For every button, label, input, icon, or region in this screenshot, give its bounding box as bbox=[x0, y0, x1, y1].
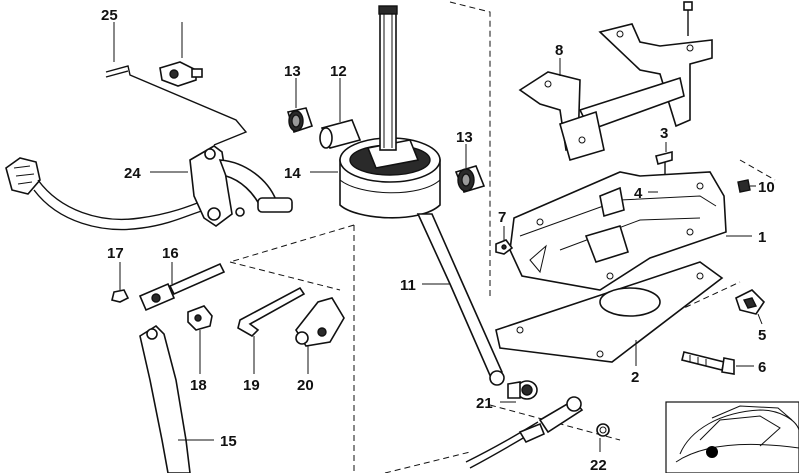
leader-lines bbox=[113, 22, 763, 452]
car-location-thumbnail bbox=[665, 401, 799, 473]
part-bolt-top bbox=[683, 1, 693, 36]
callout-21: 21 bbox=[476, 395, 493, 412]
callout-6: 6 bbox=[758, 359, 766, 376]
part-11-shift-rod bbox=[416, 213, 505, 386]
callout-12: 12 bbox=[330, 63, 347, 80]
part-17-screw bbox=[111, 289, 130, 303]
part-16-rod bbox=[138, 262, 226, 312]
callout-2: 2 bbox=[631, 369, 639, 386]
part-13-bushing-left bbox=[286, 107, 314, 134]
part-13-bushing-right bbox=[454, 165, 486, 193]
callout-3: 3 bbox=[660, 125, 668, 142]
part-6-bolt bbox=[681, 351, 735, 375]
part-15-arm bbox=[139, 324, 191, 473]
callout-labels: 25 13 12 14 13 24 8 3 4 10 1 7 11 2 6 5 … bbox=[101, 7, 775, 473]
part-5-clip-nut bbox=[735, 289, 766, 315]
part-14-lever-housing bbox=[339, 5, 441, 219]
part-3-screw bbox=[655, 150, 673, 180]
part-22-cable bbox=[465, 396, 610, 469]
callout-16: 16 bbox=[162, 245, 179, 262]
part-18-clip bbox=[187, 305, 213, 331]
assembly-guide-lines bbox=[229, 1, 776, 473]
callout-22: 22 bbox=[590, 457, 607, 473]
part-20-lever bbox=[295, 297, 345, 347]
part-8-bracket bbox=[518, 23, 713, 161]
callout-15: 15 bbox=[220, 433, 237, 450]
callout-19: 19 bbox=[243, 377, 260, 394]
part-23-cable-housing bbox=[5, 145, 293, 231]
part-19-lrod bbox=[237, 286, 306, 337]
callout-4: 4 bbox=[634, 185, 643, 202]
callout-5: 5 bbox=[758, 327, 766, 344]
part-2-base-plate bbox=[495, 261, 724, 363]
part-10-nut bbox=[737, 179, 751, 193]
callout-10: 10 bbox=[758, 179, 775, 196]
part-24-rod bbox=[105, 65, 248, 146]
callout-8: 8 bbox=[555, 42, 563, 59]
callout-1: 1 bbox=[758, 229, 766, 246]
callout-18: 18 bbox=[190, 377, 207, 394]
callout-7: 7 bbox=[498, 209, 506, 226]
callout-13-left: 13 bbox=[284, 63, 301, 80]
callout-11: 11 bbox=[400, 277, 416, 294]
part-21-bushing bbox=[507, 380, 538, 400]
callout-20: 20 bbox=[297, 377, 314, 394]
part-12-sleeve bbox=[319, 119, 362, 149]
callout-13-right: 13 bbox=[456, 129, 473, 146]
callout-23: 24 bbox=[124, 165, 141, 182]
part-7-nut bbox=[495, 239, 514, 255]
callout-17: 17 bbox=[107, 245, 124, 262]
callout-14: 14 bbox=[284, 165, 301, 182]
part-1-support-bracket bbox=[509, 171, 727, 291]
callout-24: 25 bbox=[101, 7, 118, 24]
part-25-clip bbox=[159, 61, 203, 87]
